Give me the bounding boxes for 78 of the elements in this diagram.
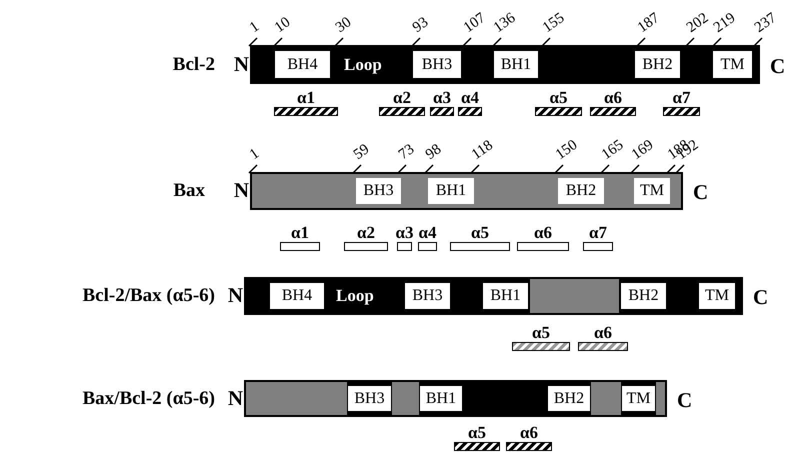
terminus-label: N [228, 388, 243, 408]
terminus-label: N [228, 285, 243, 306]
domain-box: BH1 [420, 386, 462, 411]
residue-number: 150 [553, 138, 580, 163]
domain-box: BH1 [494, 51, 538, 78]
domain-box: BH3 [413, 51, 461, 78]
helix-label: α7 [672, 89, 690, 106]
protein-name: Bcl-2 [172, 54, 215, 74]
bar-segment [246, 382, 347, 415]
helix-label: α6 [520, 424, 538, 441]
domain-box: BH4 [275, 51, 330, 78]
terminus-label: N [234, 180, 249, 201]
residue-number: 93 [410, 15, 432, 36]
helix-label: α5 [471, 224, 489, 241]
helix-label: α1 [291, 224, 309, 241]
helix-label: α2 [393, 89, 411, 106]
protein-bar [244, 380, 667, 417]
residue-number: 98 [423, 142, 444, 163]
residue-number: 10 [272, 15, 294, 36]
residue-number: 169 [629, 138, 656, 163]
residue-number: 155 [540, 10, 568, 36]
domain-box: BH4 [270, 283, 324, 309]
domain-box: BH3 [356, 178, 401, 204]
domain-box: TM [634, 178, 670, 204]
helix-label: α5 [468, 424, 486, 441]
residue-number: 165 [599, 138, 626, 163]
bar-segment [656, 382, 665, 415]
protein-name: Bcl-2/Bax (α5-6) [82, 286, 215, 305]
helix-label: α4 [418, 224, 436, 241]
residue-number: 30 [333, 15, 354, 36]
terminus-label: C [770, 56, 786, 76]
residue-number: 73 [396, 142, 418, 163]
helix-label: α7 [589, 224, 607, 241]
residue-number: 219 [711, 10, 738, 36]
terminus-label: C [693, 182, 708, 203]
residue-number: 187 [635, 10, 662, 36]
residue-number: 118 [469, 138, 496, 163]
helix-label: α5 [550, 89, 568, 106]
helix-label: α1 [297, 89, 315, 106]
domain-box: BH2 [548, 386, 590, 411]
terminus-label: C [677, 390, 692, 410]
protein-name: Bax [173, 181, 205, 200]
region-label: Loop [344, 56, 382, 72]
bar-segment [530, 279, 619, 313]
residue-number: 202 [684, 10, 712, 36]
residue-number: 1 [247, 19, 262, 36]
helix-label: α2 [357, 224, 375, 241]
helix-label: α5 [532, 324, 550, 341]
domain-box: BH2 [558, 178, 604, 204]
bar-segment [392, 382, 419, 415]
protein-bar [250, 172, 683, 210]
helix-label: α6 [534, 224, 552, 241]
domain-box: BH1 [428, 178, 474, 204]
protein-bar [244, 277, 743, 315]
protein-bar [250, 45, 760, 84]
residue-number: 1 [247, 146, 262, 163]
residue-number: 107 [461, 10, 488, 36]
protein-name: Bax/Bcl-2 (α5-6) [82, 388, 215, 408]
bar-segment [591, 382, 621, 415]
domain-box: TM [713, 51, 752, 78]
domain-box: BH3 [348, 386, 391, 411]
terminus-label: C [753, 287, 768, 308]
helix-label: α3 [396, 224, 414, 241]
helix-label: α6 [604, 89, 622, 106]
helix-label: α4 [461, 89, 479, 106]
helix-label: α6 [594, 324, 612, 341]
residue-number: 59 [351, 142, 372, 163]
residue-number: 237 [752, 10, 780, 36]
domain-box: BH1 [483, 283, 528, 309]
region-label: Loop [336, 287, 374, 304]
domain-box: BH2 [635, 51, 680, 78]
domain-box: TM [699, 283, 735, 309]
helix-label: α3 [433, 89, 451, 106]
terminus-label: N [234, 54, 249, 74]
domain-box: BH3 [405, 283, 450, 309]
domain-box: TM [622, 386, 655, 411]
domain-box: BH2 [621, 283, 666, 309]
residue-number: 136 [491, 10, 518, 36]
